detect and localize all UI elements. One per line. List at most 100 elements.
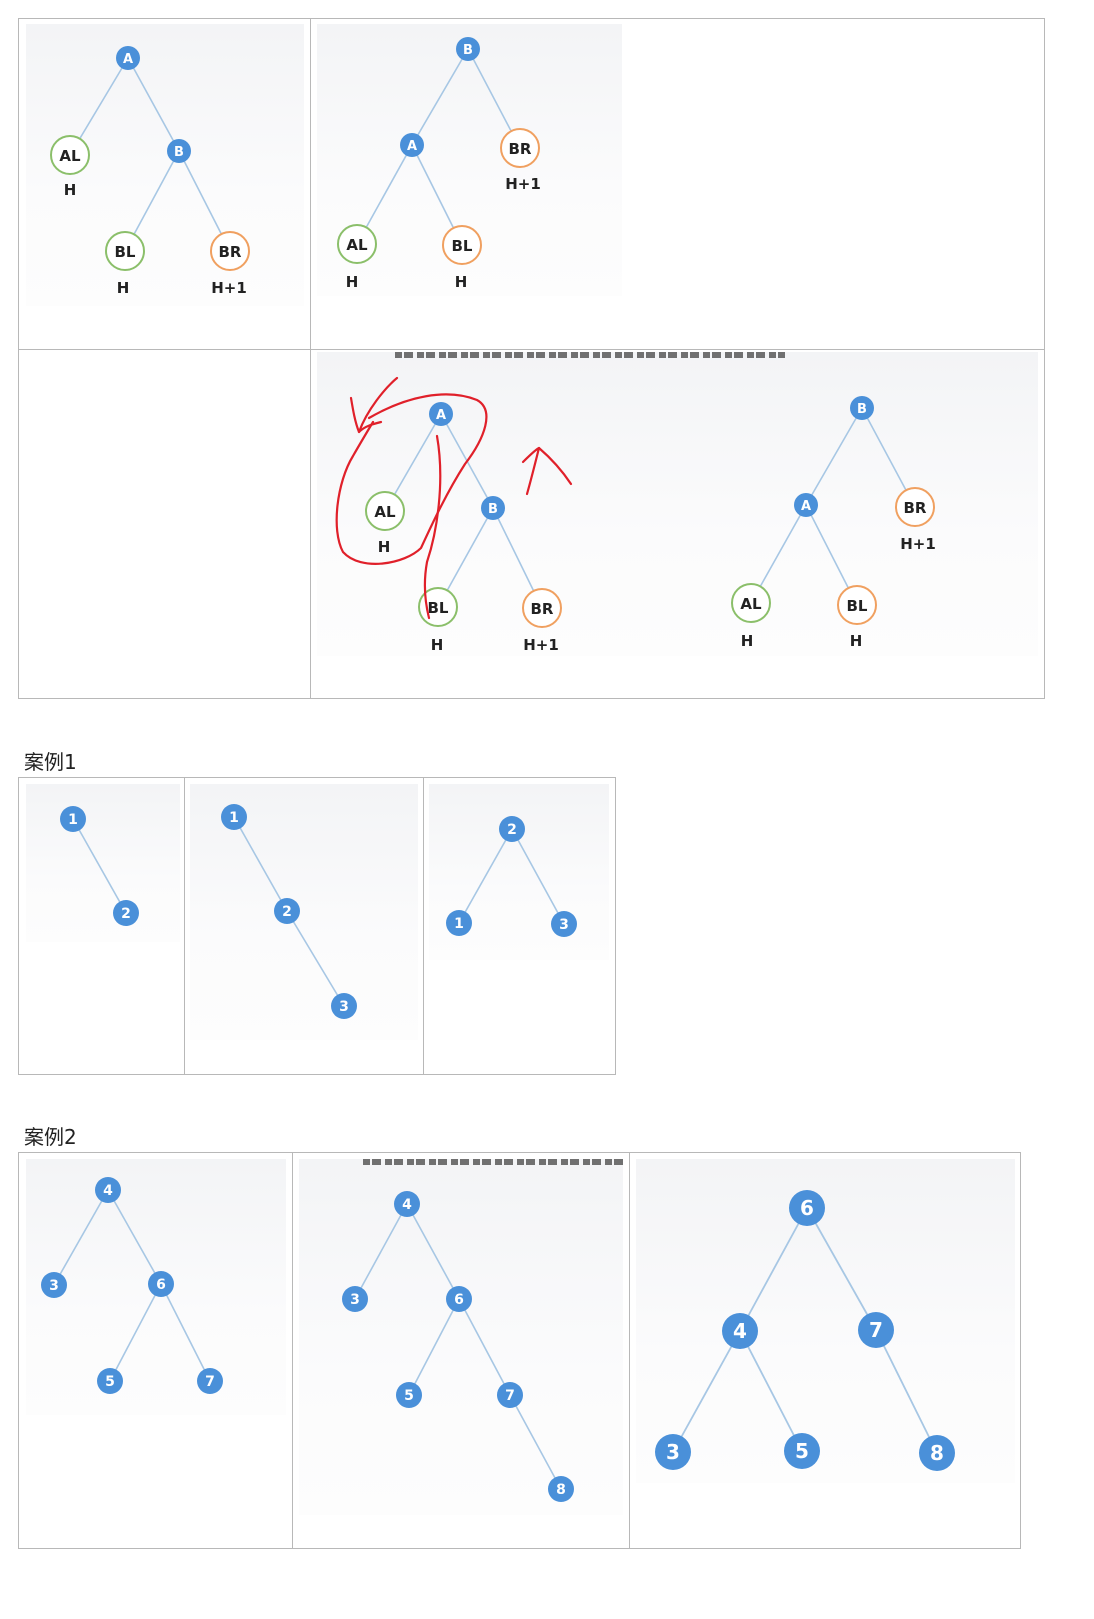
height-label: H+1: [900, 535, 936, 553]
svg-text:1: 1: [68, 812, 78, 828]
node-8: 8: [548, 1476, 574, 1502]
svg-text:7: 7: [505, 1388, 515, 1404]
svg-text:1: 1: [229, 810, 239, 826]
svg-text:BR: BR: [531, 600, 554, 618]
case1-diagram-3: 2 1 3: [429, 784, 609, 960]
height-label: H+1: [211, 279, 247, 297]
svg-text:4: 4: [103, 1183, 113, 1199]
svg-text:2: 2: [507, 822, 517, 838]
height-label: H+1: [505, 175, 541, 193]
svg-text:8: 8: [930, 1441, 944, 1465]
svg-text:5: 5: [404, 1388, 414, 1404]
height-label: H: [346, 273, 359, 291]
cropped-heading-text: [363, 1159, 623, 1165]
svg-text:3: 3: [559, 917, 569, 933]
svg-text:A: A: [123, 52, 133, 67]
svg-text:2: 2: [121, 906, 131, 922]
node-5: 5: [784, 1433, 820, 1469]
svg-text:BL: BL: [428, 599, 449, 617]
node-b: B: [850, 396, 874, 420]
svg-text:3: 3: [666, 1440, 680, 1464]
svg-text:3: 3: [339, 999, 349, 1015]
svg-text:6: 6: [800, 1196, 814, 1220]
node-b: B: [456, 37, 480, 61]
svg-text:3: 3: [350, 1292, 360, 1308]
rr-before-diagram: A AL H B BL H BR H+1: [26, 24, 304, 306]
node-1: 1: [221, 804, 247, 830]
node-4: 4: [95, 1177, 121, 1203]
node-7: 7: [497, 1382, 523, 1408]
subtree-br: BR: [895, 487, 935, 527]
subtree-br: BR: [500, 128, 540, 168]
svg-text:B: B: [857, 402, 867, 417]
svg-text:2: 2: [282, 904, 292, 920]
node-5: 5: [97, 1368, 123, 1394]
node-5: 5: [396, 1382, 422, 1408]
rotation-table: [18, 18, 1045, 699]
node-7: 7: [197, 1368, 223, 1394]
case1-cell-1: [19, 778, 185, 1074]
node-6: 6: [446, 1286, 472, 1312]
svg-text:AL: AL: [374, 503, 396, 521]
subtree-bl: BL: [837, 585, 877, 625]
svg-text:BR: BR: [509, 140, 532, 158]
subtree-al: AL: [337, 224, 377, 264]
svg-text:7: 7: [869, 1318, 883, 1342]
node-a: A: [400, 133, 424, 157]
case1-table: [18, 777, 616, 1075]
svg-text:5: 5: [795, 1439, 809, 1463]
svg-text:AL: AL: [346, 236, 368, 254]
node-b: B: [167, 139, 191, 163]
case2-cell-1: [19, 1153, 293, 1548]
height-label: H: [117, 279, 130, 297]
node-6: 6: [789, 1190, 825, 1226]
node-a: A: [794, 493, 818, 517]
height-label: H: [378, 538, 391, 556]
case2-cell-2: [293, 1153, 630, 1548]
svg-text:8: 8: [556, 1482, 566, 1498]
node-4: 4: [722, 1313, 758, 1349]
svg-text:3: 3: [49, 1278, 59, 1294]
subtree-al: AL: [365, 491, 405, 531]
svg-text:AL: AL: [740, 595, 762, 613]
case2-diagram-2: 4 3 6 5 7 8: [299, 1159, 623, 1515]
subtree-al: AL: [50, 135, 90, 175]
svg-text:1: 1: [454, 916, 464, 932]
case2-diagram-1: 4 3 6 5 7: [26, 1159, 286, 1415]
node-a: A: [429, 402, 453, 426]
handwritten-annotation: [335, 376, 573, 620]
subtree-al: AL: [731, 583, 771, 623]
case2-caption: 案例2: [24, 1125, 77, 1149]
node-7: 7: [858, 1312, 894, 1348]
svg-text:A: A: [436, 408, 446, 423]
svg-text:7: 7: [205, 1374, 215, 1390]
svg-text:BR: BR: [219, 243, 242, 261]
node-4: 4: [394, 1191, 420, 1217]
subtree-bl: BL: [442, 225, 482, 265]
node-b: B: [481, 496, 505, 520]
node-3: 3: [342, 1286, 368, 1312]
cell-r1c1: [19, 19, 311, 350]
cropped-heading-text: [395, 352, 785, 358]
case2-table: [18, 1152, 1021, 1549]
svg-text:BR: BR: [904, 499, 927, 517]
height-label: H: [850, 632, 863, 650]
svg-text:4: 4: [402, 1197, 412, 1213]
subtree-bl: BL: [105, 231, 145, 271]
case2-diagram-3: 6 4 7 3 5 8: [636, 1159, 1015, 1483]
svg-text:5: 5: [105, 1374, 115, 1390]
node-3: 3: [331, 993, 357, 1019]
node-3: 3: [655, 1434, 691, 1470]
case1-diagram-2: 1 2 3: [190, 784, 418, 1040]
node-2: 2: [499, 816, 525, 842]
svg-text:B: B: [174, 145, 184, 160]
height-label: H: [64, 181, 77, 199]
node-a: A: [116, 46, 140, 70]
subtree-br: BR: [522, 588, 562, 628]
node-1: 1: [446, 910, 472, 936]
node-1: 1: [60, 806, 86, 832]
node-6: 6: [148, 1271, 174, 1297]
node-2: 2: [113, 900, 139, 926]
svg-text:BL: BL: [452, 237, 473, 255]
height-label: H: [741, 632, 754, 650]
